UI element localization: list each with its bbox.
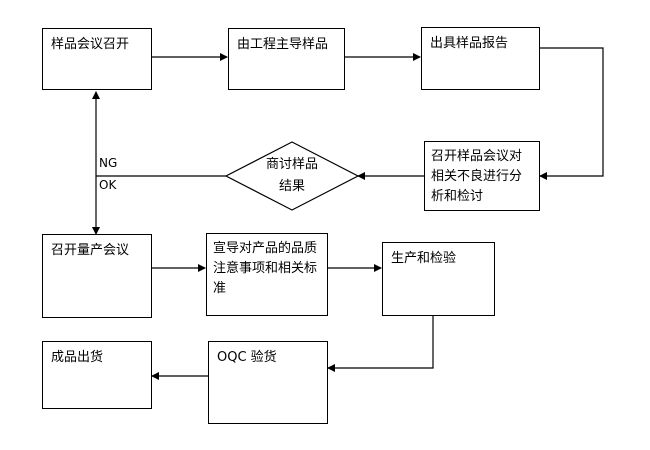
node-finished-shipment: 成品出货 [42, 341, 152, 409]
node-production-inspection: 生产和检验 [382, 242, 495, 316]
node-finished-shipment-label: 成品出货 [51, 350, 104, 365]
node-mass-production-meeting: 召开量产会议 [42, 234, 152, 318]
edge-label-ng-text: NG [99, 156, 118, 170]
node-mass-production-meeting-label: 召开量产会议 [51, 243, 130, 258]
edge-label-ng: NG [99, 156, 117, 170]
edge-label-ok: OK [99, 178, 116, 192]
node-sample-meeting-label: 样品会议召开 [51, 37, 130, 52]
node-review-meeting: 召开样品会议对相关不良进行分析和检讨 [424, 141, 540, 211]
node-quality-briefing-label: 宣导对产品的品质注意事项和相关标准 [213, 241, 318, 296]
node-sample-meeting: 样品会议召开 [42, 28, 152, 90]
node-oqc-inspection-label: OQC 验货 [217, 350, 277, 365]
node-oqc-inspection: OQC 验货 [208, 341, 328, 424]
node-review-meeting-label: 召开样品会议对相关不良进行分析和检讨 [431, 149, 523, 204]
arrow-production-to-oqc [327, 315, 434, 372]
node-production-inspection-label: 生产和检验 [391, 251, 457, 266]
edge-label-ok-text: OK [99, 178, 117, 192]
node-sample-report: 出具样品报告 [421, 27, 540, 90]
decision-text: 商讨样品结果 [262, 154, 322, 198]
node-engineering-leads: 由工程主导样品 [228, 28, 345, 90]
arrow-report-to-review [539, 47, 604, 180]
decision-diamond [224, 141, 360, 211]
decision-label: 商讨样品结果 [265, 157, 318, 194]
node-quality-briefing: 宣导对产品的品质注意事项和相关标准 [206, 233, 328, 316]
node-sample-report-label: 出具样品报告 [430, 36, 509, 51]
node-engineering-leads-label: 由工程主导样品 [237, 37, 329, 52]
